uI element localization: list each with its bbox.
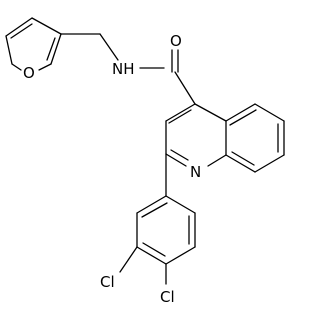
carbonyl-quinoline-bond xyxy=(174,71,196,105)
atom-label-oxygen-carbonyl: O xyxy=(170,32,182,50)
furan-double-bond xyxy=(46,37,56,61)
quinoline-double-bond xyxy=(231,151,255,166)
quinoline-bond xyxy=(207,154,227,167)
furan-bond xyxy=(11,63,22,71)
furan-double-bond xyxy=(10,23,33,39)
atom-label-nitrogen-quinoline: N xyxy=(190,163,201,181)
quinoline-double-bond xyxy=(170,149,189,161)
ch2-nh-bond xyxy=(99,33,119,61)
phenyl-double-bond xyxy=(142,242,166,257)
quinoline-bond xyxy=(254,103,285,122)
quinoline-bond xyxy=(225,103,256,122)
phenyl-bond xyxy=(165,246,196,265)
c-cl-bond xyxy=(119,246,138,273)
atom-label-oxygen-furan: O xyxy=(23,64,35,82)
phenyl-bond xyxy=(136,195,167,214)
quinoline-double-bond xyxy=(168,109,192,124)
phenyl-double-bond xyxy=(141,202,168,218)
quinoline-bond xyxy=(165,153,187,167)
atom-label-chlorine-meta: Cl xyxy=(160,288,175,306)
phenyl-bond xyxy=(136,246,167,265)
phenyl-bond xyxy=(165,195,196,214)
dichlorophenyl-ring xyxy=(136,195,196,265)
amide-linker xyxy=(60,33,196,105)
furan-bond xyxy=(31,17,62,35)
quinoline-pyridine-ring xyxy=(165,103,227,167)
quinoline-benzo-ring xyxy=(225,103,285,173)
furan-ring xyxy=(5,17,62,71)
quinoline-bond xyxy=(225,154,256,173)
quinoline-bond xyxy=(194,103,227,122)
chemical-structure: O NH O N Cl Cl xyxy=(5,17,285,306)
quinoline-bond xyxy=(165,103,196,122)
furan-bond xyxy=(50,33,62,65)
furan-bond xyxy=(38,63,52,71)
quinoline-bond xyxy=(254,154,285,173)
quinoline-double-bond xyxy=(229,109,257,126)
furan-bond xyxy=(5,17,33,37)
atom-label-nitrogen-amide: NH xyxy=(112,60,135,78)
furan-bond xyxy=(5,35,13,65)
atom-label-chlorine-para: Cl xyxy=(100,273,115,291)
